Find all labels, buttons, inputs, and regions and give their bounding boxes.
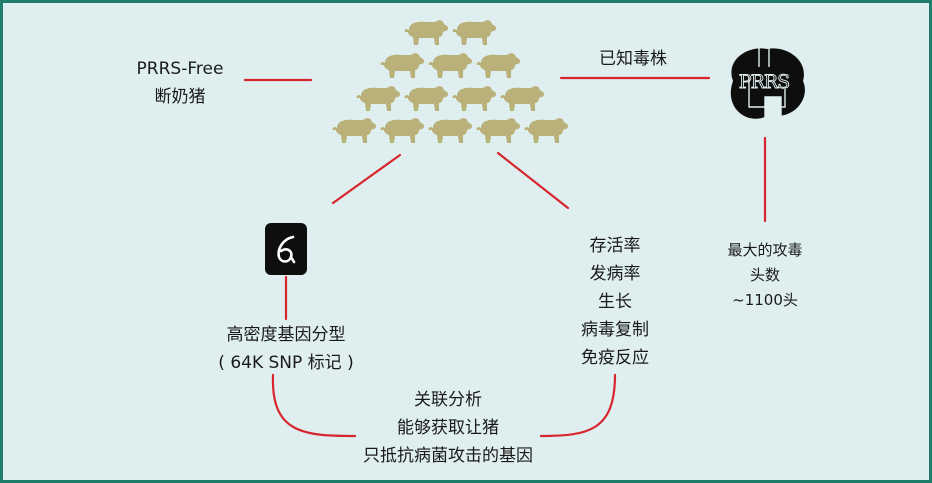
pig-icon bbox=[499, 83, 545, 113]
genotyping-label-line2: ( 64K SNP 标记 ) bbox=[218, 353, 354, 373]
genotyping-label: 高密度基因分型 ( 64K SNP 标记 ) bbox=[191, 321, 381, 377]
connector-lines bbox=[243, 76, 767, 438]
connector-traits-association bbox=[539, 373, 617, 438]
dose-line: 头数 bbox=[749, 266, 780, 284]
association-line: 能够获取让猪 bbox=[397, 418, 499, 438]
trait-item: 发病率 bbox=[589, 264, 641, 284]
weaned-label-line1: PRRS-Free bbox=[136, 59, 224, 79]
challenge-dose-label: 最大的攻毒 头数 ~1100头 bbox=[705, 238, 825, 313]
association-line: 关联分析 bbox=[414, 390, 482, 410]
virus-text: PRRS bbox=[739, 71, 789, 93]
pig-icon bbox=[451, 83, 497, 113]
weaned-label-line2: 断奶猪 bbox=[154, 87, 206, 107]
known-strain-label: 已知毒株 bbox=[599, 49, 667, 69]
trait-item: 免疫反应 bbox=[581, 348, 649, 368]
genotyping-label-line1: 高密度基因分型 bbox=[226, 325, 346, 345]
trait-item: 存活率 bbox=[589, 236, 641, 256]
connector-herd-chip bbox=[331, 153, 402, 205]
connector-herd-traits bbox=[496, 151, 570, 210]
prrs-virus-icon: PRRS bbox=[719, 41, 811, 125]
pig-icon bbox=[379, 115, 425, 145]
dose-line: ~1100头 bbox=[732, 291, 798, 309]
pig-icon bbox=[523, 115, 569, 145]
pig-icon bbox=[331, 115, 377, 145]
pig-herd-icon bbox=[323, 15, 573, 145]
connector-genotype-association bbox=[271, 373, 357, 438]
diagram-canvas: PRRS-Free 断奶猪 已知毒株 PRRS 高密度 bbox=[3, 3, 929, 480]
pig-icon bbox=[475, 50, 521, 80]
association-analysis-label: 关联分析 能够获取让猪 只抵抗病菌攻击的基因 bbox=[333, 386, 563, 470]
traits-label: 存活率 发病率 生长 病毒复制 免疫反应 bbox=[555, 232, 675, 372]
weaned-piglet-label: PRRS-Free 断奶猪 bbox=[115, 55, 245, 111]
pig-icon bbox=[427, 115, 473, 145]
pig-icon bbox=[355, 83, 401, 113]
pig-icon bbox=[475, 115, 521, 145]
pig-icon bbox=[403, 83, 449, 113]
association-line: 只抵抗病菌攻击的基因 bbox=[363, 446, 533, 466]
genotyping-chip-icon bbox=[265, 223, 307, 275]
dose-line: 最大的攻毒 bbox=[727, 241, 803, 259]
pig-icon bbox=[451, 17, 497, 47]
trait-item: 生长 bbox=[598, 292, 632, 312]
pig-icon bbox=[427, 50, 473, 80]
pig-icon bbox=[379, 50, 425, 80]
trait-item: 病毒复制 bbox=[581, 320, 649, 340]
pig-icon bbox=[403, 17, 449, 47]
